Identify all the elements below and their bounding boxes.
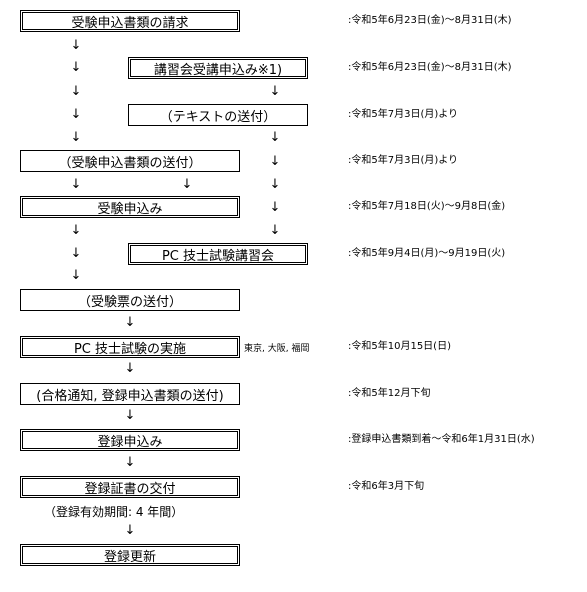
down-arrow-icon: ↓ [269,84,281,99]
down-arrow-icon: ↓ [70,60,82,75]
down-arrow-icon: ↓ [70,38,82,53]
step-registration-renewal: 登録更新 [20,544,240,566]
step-label: PC 技士試験の実施 [73,341,187,357]
step-label: 登録申込み [97,434,163,450]
down-arrow-icon: ↓ [124,408,136,423]
date-registration-application: :登録申込書類到着〜令和6年1月31日(水) [348,434,535,445]
step-label: （受験票の送付） [77,294,182,310]
down-arrow-icon: ↓ [124,315,136,330]
step-label: 登録証書の交付 [84,481,176,497]
step-label: 受験申込み [97,201,163,217]
date-registration-certificate: :令和6年3月下旬 [348,481,425,492]
down-arrow-icon: ↓ [269,200,281,215]
date-exam-application: :令和5年7月18日(火)〜9月8日(金) [348,201,506,212]
step-exam-application: 受験申込み [20,196,240,218]
step-request-application-documents: 受験申込書類の請求 [20,10,240,32]
step-label: 講習会受講申込み※1) [153,62,283,78]
down-arrow-icon: ↓ [124,523,136,538]
step-label: 受験申込書類の請求 [71,15,189,31]
down-arrow-icon: ↓ [70,246,82,261]
date-seminar-enrollment: :令和5年6月23日(金)〜8月31日(木) [348,62,512,73]
step-seminar-enrollment: 講習会受講申込み※1) [128,57,308,79]
step-textbook-shipping: （テキストの送付） [128,104,308,126]
date-application-documents-shipping: :令和5年7月3日(月)より [348,155,459,166]
date-pc-exam: :令和5年10月15日(日) [348,341,451,352]
step-pass-notification: (合格通知, 登録申込書類の送付) [20,383,240,405]
exam-venues-note: 東京, 大阪, 福岡 [244,344,310,354]
step-application-documents-shipping: （受験申込書類の送付） [20,150,240,172]
step-label: 登録更新 [103,549,156,565]
down-arrow-icon: ↓ [70,268,82,283]
down-arrow-icon: ↓ [70,223,82,238]
down-arrow-icon: ↓ [269,154,281,169]
date-pc-exam-seminar: :令和5年9月4日(月)〜9月19日(火) [348,248,506,259]
step-label: （テキストの送付） [159,109,277,125]
step-label: (合格通知, 登録申込書類の送付) [36,388,224,404]
date-request-application-documents: :令和5年6月23日(金)〜8月31日(木) [348,15,512,26]
down-arrow-icon: ↓ [70,177,82,192]
down-arrow-icon: ↓ [70,130,82,145]
down-arrow-icon: ↓ [269,177,281,192]
step-label: PC 技士試験講習会 [161,248,275,264]
step-registration-application: 登録申込み [20,429,240,451]
down-arrow-icon: ↓ [269,130,281,145]
step-admission-ticket-shipping: （受験票の送付） [20,289,240,311]
date-textbook-shipping: :令和5年7月3日(月)より [348,109,459,120]
date-pass-notification: :令和5年12月下旬 [348,388,431,399]
step-label: （受験申込書類の送付） [58,155,202,171]
validity-note: （登録有効期間: 4 年間） [44,505,184,519]
step-pc-exam-seminar: PC 技士試験講習会 [128,243,308,265]
down-arrow-icon: ↓ [269,223,281,238]
down-arrow-icon: ↓ [70,84,82,99]
step-registration-certificate: 登録証書の交付 [20,476,240,498]
down-arrow-icon: ↓ [70,107,82,122]
down-arrow-icon: ↓ [124,455,136,470]
down-arrow-icon: ↓ [124,361,136,376]
down-arrow-icon: ↓ [181,177,193,192]
step-pc-exam: PC 技士試験の実施 [20,336,240,358]
